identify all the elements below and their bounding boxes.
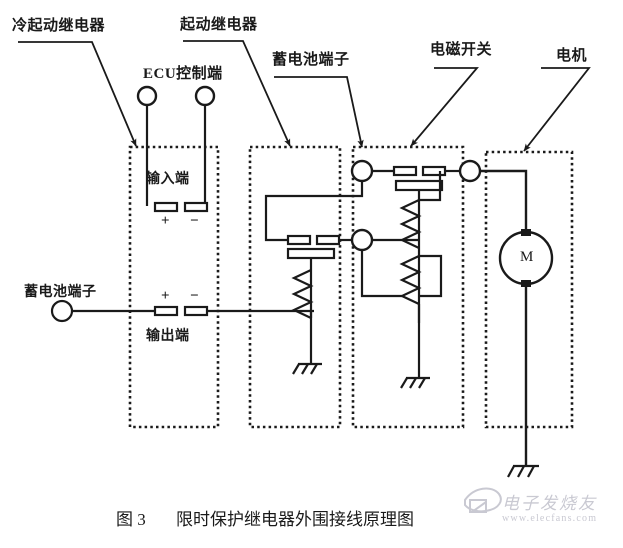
solenoid-hold-in-winding <box>399 255 422 305</box>
callout-label-ecu-control-terminal: ECU控制端 <box>143 66 223 82</box>
cold-start-relay-internals <box>72 105 314 317</box>
callout-label-battery-terminal-top: 蓄电池端子 <box>272 52 350 68</box>
figure-caption-text: 限时保护继电器外围接线原理图 <box>176 510 414 529</box>
output-minus-sign: − <box>190 288 199 304</box>
motor-branch <box>480 169 554 466</box>
ground-symbol-motor <box>507 464 539 478</box>
start-relay-armature-bar <box>286 247 336 260</box>
output-pad-minus <box>183 305 209 317</box>
watermark-url: www.elecfans.com <box>502 513 598 524</box>
solenoid-output-node <box>458 159 482 183</box>
ground-symbol-solenoid <box>400 376 430 389</box>
solenoid-upper-coil-tap <box>419 190 442 202</box>
solenoid-hold-in-right-loop <box>419 254 443 298</box>
motor-symbol-label: M <box>520 249 534 265</box>
leader-start-relay <box>183 40 291 147</box>
callout-leader-lines <box>18 40 591 152</box>
solenoid-hold-in-return <box>360 250 402 298</box>
wire-solenoid-to-motor <box>480 169 528 232</box>
block-motor-outline <box>484 150 574 429</box>
watermark-swoosh-icon <box>464 487 502 513</box>
callout-label-start-relay: 起动继电器 <box>180 17 258 33</box>
input-minus-sign: − <box>190 213 199 229</box>
callout-label-cold-start-relay: 冷起动继电器 <box>12 18 106 34</box>
battery-terminal-lower-node <box>350 228 374 252</box>
battery-terminal-left-label: 蓄电池端子 <box>24 285 97 300</box>
start-relay-contact-right <box>315 234 341 246</box>
output-pad-plus <box>153 305 179 317</box>
start-relay-contact-left <box>286 234 312 246</box>
block-cold-start-relay-outline <box>128 145 220 429</box>
battery-terminal-left-node <box>50 299 74 323</box>
output-plus-sign: + <box>161 288 170 304</box>
input-pad-plus <box>153 201 179 213</box>
figure-caption-number: 图 3 <box>116 510 146 529</box>
motor-brush-bottom <box>521 280 531 287</box>
leader-battery-terminal-top <box>274 76 364 148</box>
start-relay-feed-wire <box>264 180 364 242</box>
input-pad-minus <box>183 201 209 213</box>
input-terminal-label: 输入端 <box>146 172 190 187</box>
motor-brush-top <box>521 229 531 236</box>
block-outlines <box>128 145 574 429</box>
callout-label-motor: 电机 <box>556 48 588 64</box>
block-solenoid-switch-outline <box>351 145 465 429</box>
solenoid-contact-right <box>421 165 447 177</box>
start-relay-coil <box>291 269 314 319</box>
start-relay-internals <box>264 180 364 364</box>
input-plus-sign: + <box>161 213 170 229</box>
solenoid-armature-bar <box>394 179 444 192</box>
terminal-nodes <box>136 85 482 252</box>
callout-label-solenoid-switch: 电磁开关 <box>430 42 493 58</box>
solenoid-switch-internals <box>360 165 460 378</box>
watermark-brand: 电子发烧友 <box>502 494 597 513</box>
battery-terminal-left-group <box>50 299 74 323</box>
ecu-terminal-right-node <box>194 85 216 107</box>
leader-solenoid-switch <box>410 67 479 147</box>
block-start-relay-outline <box>248 145 342 429</box>
ecu-terminal-left-node <box>136 85 158 107</box>
output-terminal-label: 输出端 <box>146 329 190 344</box>
leader-cold-start-relay <box>18 41 137 147</box>
leader-motor <box>523 67 591 152</box>
battery-terminal-upper-node <box>350 159 374 183</box>
solenoid-contact-left <box>392 165 418 177</box>
ground-symbol-start-relay <box>292 362 322 375</box>
